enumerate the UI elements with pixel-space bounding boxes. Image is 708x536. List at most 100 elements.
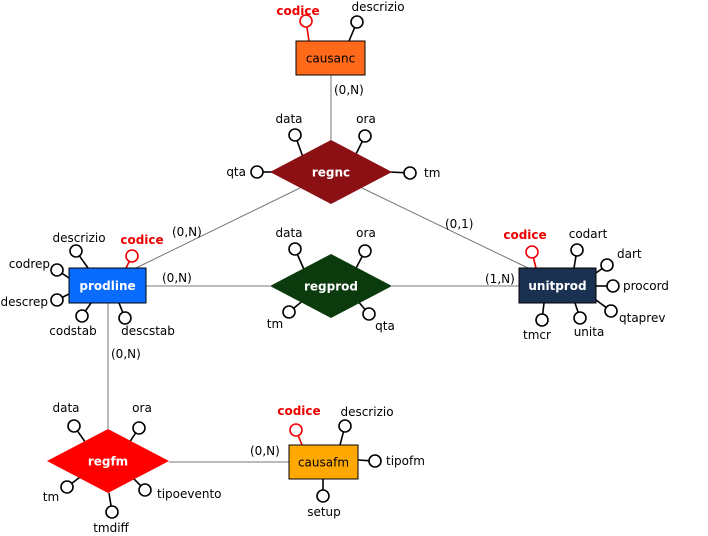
attribute-marker-icon [60,480,74,494]
cardinality-causanc-regnc: (0,N) [334,83,364,97]
relationship-regprod[interactable]: regprod [270,254,392,318]
attribute-label: tm [424,166,440,180]
attribute-marker-icon [105,505,119,519]
attribute-label: descrep [0,295,48,309]
attribute-stem [532,257,537,269]
prodline-regnc-line [135,187,301,269]
entity-causafm[interactable]: causafm [288,444,359,480]
attribute-regfm-tmdiff: tmdiff [93,492,130,535]
entity-name: prodline [79,279,135,293]
relationship-name: regfm [88,455,128,469]
attribute-marker-icon [282,305,296,319]
attribute-marker-icon [338,419,352,433]
attribute-regnc-data: data [275,112,305,161]
unitprod-regnc-line [361,187,529,269]
attribute-label: dart [617,247,642,261]
attribute-marker-icon [604,304,618,318]
entity-name: unitprod [528,279,586,293]
attribute-marker-icon [299,14,313,28]
entity-box [295,40,366,76]
attribute-regprod-qta: qta [355,298,395,333]
attribute-marker-icon [50,293,64,307]
attribute-causafm-tipofm: tipofm [357,454,425,468]
attribute-label: ora [356,112,376,126]
attribute-label: qta [226,165,246,179]
attribute-unitprod-dart: dart [595,247,642,274]
attribute-stem [78,255,89,269]
attribute-marker-icon [69,244,83,258]
relationship-diamond [270,140,392,204]
attribute-unitprod-codice: codice [503,228,547,269]
relationship-regnc[interactable]: regnc [270,140,392,204]
attributes: codice descrizio data ora qta tm descrizio codi… [0,0,668,535]
attribute-marker-icon [250,165,264,179]
attribute-stem [61,272,70,279]
attribute-marker-icon [606,279,620,293]
attribute-label: codice [120,233,163,247]
relationship-diamond [270,254,392,318]
cardinality-unitprod-regnc: (0,1) [445,217,473,231]
entity-causanc[interactable]: causanc [295,40,366,76]
attribute-label: tipoevento [157,487,222,501]
attribute-label: codice [276,4,319,18]
attribute-stem [357,459,370,462]
attribute-label: tm [43,490,59,504]
attribute-prodline-descrizio: descrizio [52,231,106,269]
attribute-marker-icon [525,245,539,259]
attribute-regnc-qta: qta [226,165,274,179]
attribute-marker-icon [600,258,614,272]
attribute-marker-icon [362,307,376,321]
attribute-regfm-data: data [52,401,89,447]
cardinality-prodline-regfm: (0,N) [111,347,141,361]
attribute-marker-icon [125,249,139,263]
attribute-stem [348,27,356,42]
attribute-prodline-descrep: descrep [0,293,70,309]
attribute-stem [118,302,124,313]
attribute-regprod-ora: ora [352,226,376,275]
attribute-label: data [275,226,302,240]
connectors [107,75,529,463]
attribute-label: codstab [49,324,96,338]
cardinality-prodline-regnc: (0,N) [172,225,202,239]
attribute-marker-icon [67,419,81,433]
attribute-marker-icon [288,242,302,256]
attribute-stem [306,26,310,42]
attribute-prodline-codrep: codrep [9,257,70,279]
attribute-stem [541,302,545,315]
attribute-label: qta [375,319,395,333]
attribute-marker-icon [138,483,152,497]
attribute-label: ora [132,401,152,415]
attribute-label: codrep [9,257,50,271]
attribute-regfm-tipoevento: tipoevento [130,475,222,501]
attribute-regfm-tm: tm [43,473,85,504]
attribute-marker-icon [358,244,372,258]
attribute-causanc-descrizio: descrizio [348,0,405,42]
attribute-marker-icon [358,129,372,143]
attribute-label: descrizio [351,0,404,14]
attribute-unitprod-tmcr: tmcr [523,302,551,342]
attribute-label: ora [356,226,376,240]
cardinality-causafm-regfm: (0,N) [250,444,280,458]
attribute-label: descstab [121,324,175,338]
entity-unitprod[interactable]: unitprod [518,267,597,304]
relationship-regfm[interactable]: regfm [47,429,169,493]
attribute-label: tipofm [386,454,425,468]
cardinality-unitprod-regprod: (1,N) [485,272,515,286]
attribute-label: codice [503,228,546,242]
attribute-regprod-data: data [275,226,307,275]
attribute-regprod-tm: tm [267,298,306,331]
relationship-name: regprod [304,280,358,294]
attribute-stem [574,302,579,313]
attribute-marker-icon [535,313,549,327]
attribute-marker-icon [316,489,330,503]
attribute-label: descrizio [52,231,105,245]
attribute-stem [297,435,303,446]
attribute-label: codice [277,404,320,418]
attribute-label: unita [574,325,605,339]
attribute-causafm-descrizio: descrizio [338,405,394,446]
attribute-marker-icon [368,454,382,468]
entity-prodline[interactable]: prodline [68,267,147,304]
attribute-prodline-codstab: codstab [49,302,97,338]
entity-box [518,267,597,304]
